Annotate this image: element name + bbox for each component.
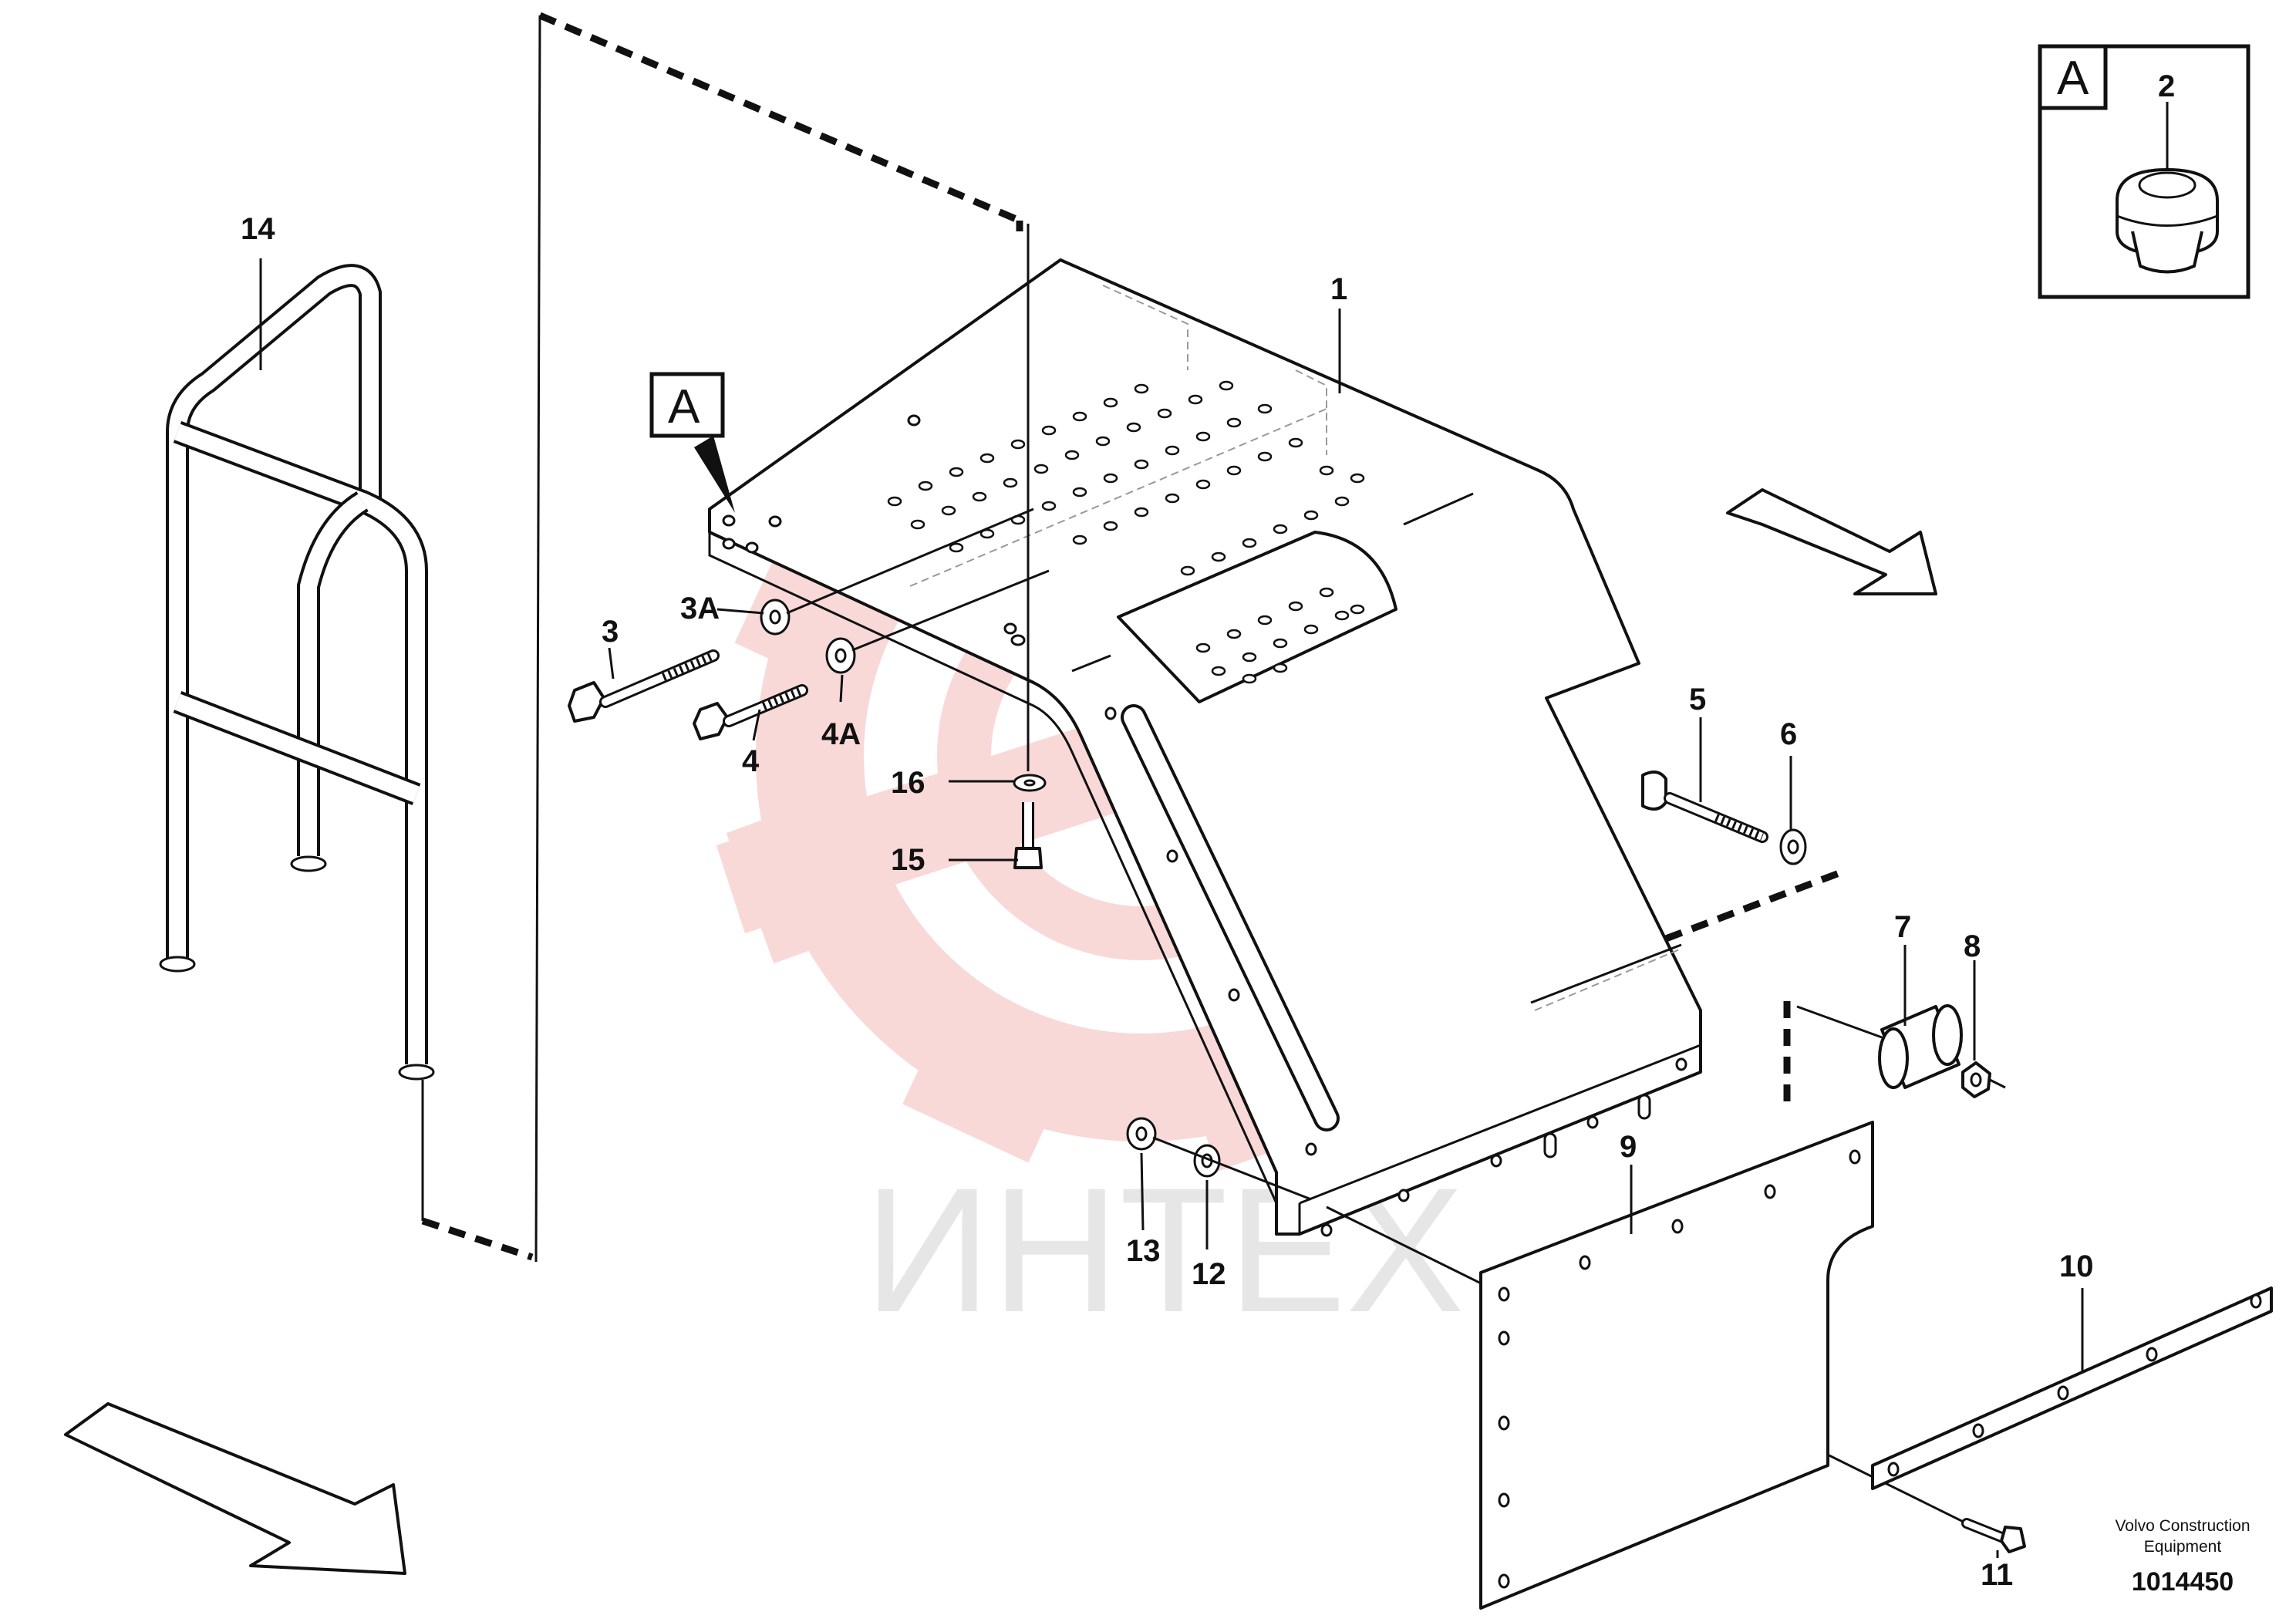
washer-part-6 (1779, 828, 1807, 865)
callout-14: 14 (241, 212, 275, 246)
callout-4a: 4A (821, 717, 861, 751)
axis-line-4 (851, 569, 1050, 652)
washer-part-3a (760, 599, 791, 636)
washer-part-16 (1013, 774, 1047, 792)
callout-6: 6 (1780, 717, 1797, 751)
axis-line-3 (786, 508, 1034, 615)
clamping-strip-part-10 (1871, 1286, 2273, 1490)
callout-11: 11 (1981, 1558, 2013, 1592)
callout-3: 3 (602, 615, 619, 649)
callout-7: 7 (1894, 910, 1911, 944)
bolt-part-5 (1641, 771, 1768, 843)
callout-15: 15 (891, 843, 925, 877)
callout-10: 10 (2059, 1249, 2094, 1283)
callout-1: 1 (1330, 272, 1347, 306)
callout-9: 9 (1620, 1130, 1637, 1164)
washer-part-4a (825, 637, 856, 674)
axis-line-12 (1152, 1136, 1312, 1201)
nut-part-8 (1961, 1061, 1991, 1098)
direction-arrow-right (1726, 488, 1937, 595)
svg-text:A: A (668, 380, 700, 433)
svg-text:A: A (2057, 52, 2089, 105)
axis-line-7 (1796, 1005, 1883, 1039)
drawing-number: 1014450 (2132, 1567, 2234, 1597)
perforation-holes (887, 380, 1365, 684)
spacer-part-7 (1878, 1004, 1963, 1089)
axis-line-8 (1989, 1078, 2006, 1089)
callout-3a: 3A (680, 592, 720, 626)
bolt-part-3 (568, 649, 720, 723)
callout-16: 16 (891, 766, 925, 800)
mounting-holes (722, 414, 1687, 1237)
drawing-footer: Volvo Construction Equipment 1014450 (2115, 1517, 2250, 1597)
washer-part-12 (1193, 1144, 1221, 1178)
bolt-part-11 (1961, 1518, 2026, 1553)
callout-8: 8 (1964, 929, 1981, 963)
callout-13: 13 (1126, 1234, 1161, 1268)
callout-5: 5 (1689, 683, 1706, 717)
plate-holes (1498, 1149, 1861, 1589)
callout-2: 2 (2158, 69, 2175, 103)
handrail-part-14 (159, 264, 435, 1081)
callout-12: 12 (1192, 1257, 1226, 1291)
assembly-dashed-lines (421, 12, 1845, 1263)
callout-leaders (259, 258, 2084, 1558)
bolt-part-4 (693, 684, 808, 740)
step-fender-part-1 (708, 258, 1702, 1237)
detail-box-a: A (2038, 44, 2250, 299)
callout-labels: 1 2 3 3A 4 4A 5 6 7 8 9 10 11 12 13 14 1… (241, 69, 2175, 1592)
direction-arrow-left (64, 1402, 406, 1575)
washer-part-13 (1126, 1117, 1157, 1151)
detail-marker-a: A (649, 372, 735, 513)
callout-4: 4 (742, 744, 760, 778)
mudflap-plate-part-9 (1479, 1121, 1874, 1610)
company-name-line2: Equipment (2144, 1538, 2222, 1556)
company-name-line1: Volvo Construction (2115, 1517, 2250, 1535)
grommet-part-2 (2116, 168, 2219, 274)
bolt-part-15 (1013, 802, 1043, 869)
